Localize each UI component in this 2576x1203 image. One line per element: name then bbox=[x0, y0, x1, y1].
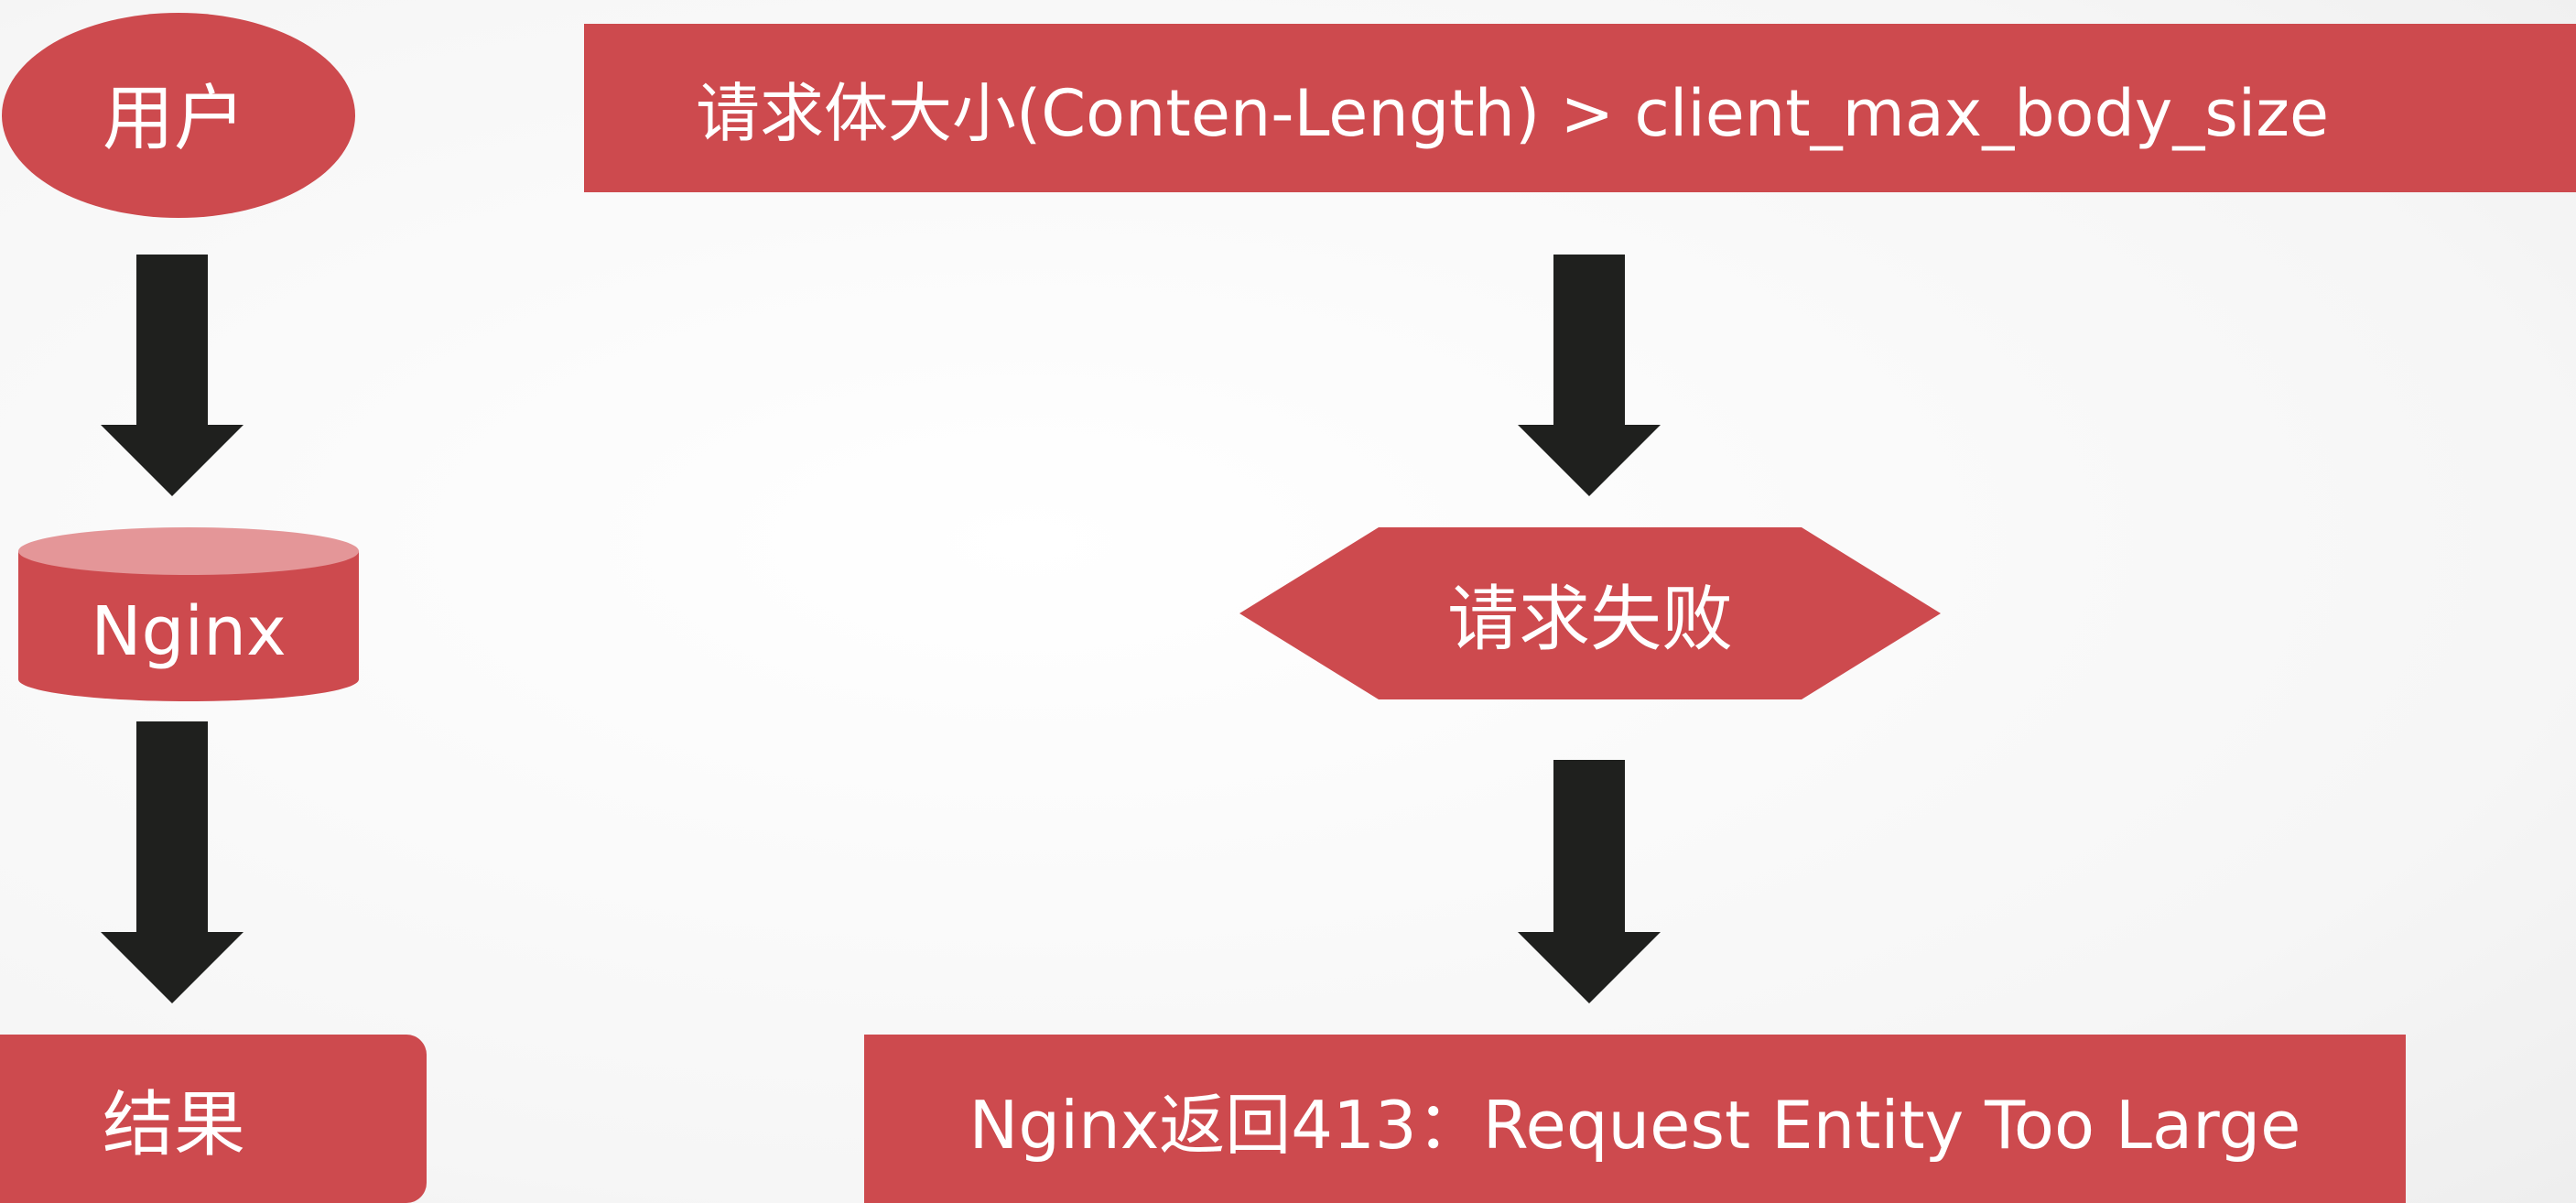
user-ellipse bbox=[2, 13, 355, 218]
result-box bbox=[0, 1035, 427, 1203]
arrow-failure-to-response bbox=[1518, 760, 1662, 1005]
result-label: 结果 bbox=[102, 1084, 245, 1166]
arrow-condition-to-failure bbox=[1518, 255, 1662, 498]
nginx-cylinder bbox=[18, 527, 359, 701]
response-label: Nginx返回413：Request Entity Too Large bbox=[969, 1086, 2301, 1164]
nginx-label: Nginx bbox=[91, 592, 287, 671]
failure-hexagon bbox=[1239, 527, 1941, 699]
response-box bbox=[864, 1035, 2406, 1203]
condition-box bbox=[584, 24, 2576, 192]
condition-label: 请求体大小(Conten-Length) > client_max_body_s… bbox=[696, 75, 2330, 151]
arrow-nginx-to-result bbox=[101, 721, 245, 1005]
failure-label: 请求失败 bbox=[1446, 579, 1733, 661]
arrow-user-to-nginx bbox=[101, 255, 245, 498]
user-label: 用户 bbox=[102, 78, 245, 160]
